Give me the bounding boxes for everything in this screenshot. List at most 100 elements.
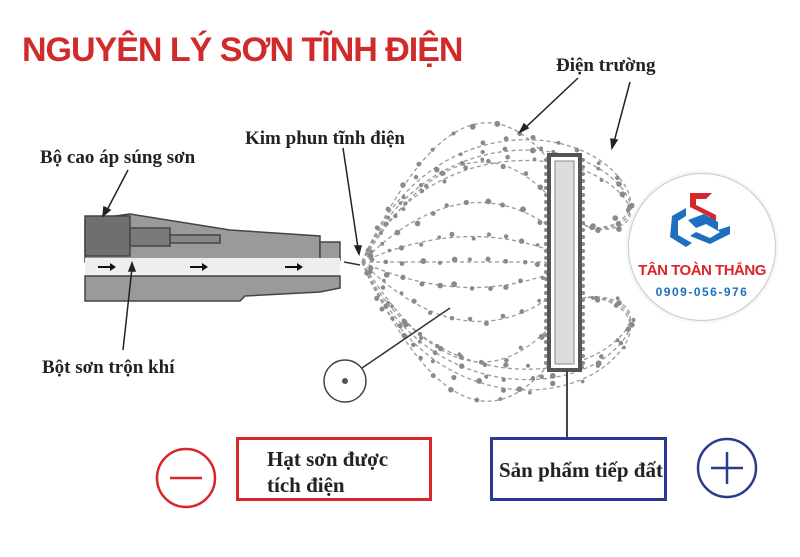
field-line	[361, 261, 631, 370]
particle	[430, 373, 436, 379]
particle	[498, 397, 503, 401]
particle	[485, 256, 491, 262]
particle	[556, 140, 561, 145]
particle	[390, 304, 394, 309]
particle	[501, 377, 506, 382]
particle	[480, 140, 486, 146]
particle	[420, 258, 427, 264]
particle	[616, 300, 622, 306]
particle	[580, 379, 585, 384]
particle	[400, 274, 406, 280]
label-field: Điện trường	[556, 55, 656, 76]
particle	[478, 359, 484, 365]
particle	[483, 321, 489, 327]
particle	[402, 321, 407, 326]
particle	[615, 221, 621, 227]
particle	[631, 317, 636, 323]
particle	[535, 243, 540, 247]
particle	[595, 360, 602, 367]
particle	[419, 242, 424, 247]
particle	[394, 229, 401, 236]
particle	[411, 298, 417, 304]
particle	[368, 265, 373, 270]
field-line	[361, 235, 550, 263]
particle	[401, 195, 406, 200]
particle	[591, 296, 595, 300]
particle	[500, 313, 506, 319]
particle	[387, 248, 392, 253]
field-line	[361, 261, 550, 363]
particle	[399, 291, 404, 295]
particle	[595, 227, 601, 234]
particle	[527, 390, 532, 395]
particle	[451, 131, 456, 136]
particle	[430, 147, 435, 152]
field-line	[361, 261, 631, 381]
particle	[418, 355, 423, 361]
particle	[551, 149, 556, 154]
particle	[461, 162, 466, 166]
particle	[476, 377, 483, 384]
particle	[398, 201, 403, 205]
particle	[417, 331, 423, 337]
particle	[619, 191, 626, 198]
particle	[537, 220, 543, 226]
particle	[385, 206, 391, 212]
particle	[400, 182, 406, 188]
spray-gun	[84, 213, 341, 302]
field-line	[361, 261, 631, 391]
particle	[494, 120, 501, 127]
particle	[374, 295, 380, 301]
particle	[484, 374, 489, 379]
field-line	[361, 261, 550, 402]
particle	[418, 335, 424, 341]
particle	[550, 380, 556, 387]
particle	[530, 376, 536, 381]
particle	[616, 181, 622, 187]
particle	[414, 220, 421, 227]
particle	[437, 235, 442, 240]
field-line	[361, 201, 550, 263]
particle	[526, 363, 530, 368]
particle	[437, 260, 443, 265]
particle	[594, 295, 599, 300]
particle	[518, 278, 523, 284]
particle	[437, 282, 443, 289]
particle	[505, 154, 511, 160]
particle	[503, 362, 509, 368]
field-line	[361, 261, 550, 289]
charged-particles-box: Hạt sơn được tích điện	[236, 437, 432, 501]
particle	[502, 146, 508, 152]
particle	[463, 165, 468, 171]
particle	[467, 257, 472, 262]
particle	[444, 203, 449, 208]
particle	[537, 298, 542, 303]
particle	[432, 350, 438, 356]
particle	[448, 386, 454, 393]
particle	[596, 166, 601, 171]
particle	[398, 245, 405, 251]
particle	[451, 256, 458, 263]
label-needle: Kim phun tĩnh điện	[245, 128, 405, 149]
particle	[500, 387, 507, 393]
particle	[430, 359, 435, 364]
particle	[537, 184, 544, 191]
particle	[451, 281, 458, 288]
particle	[364, 271, 369, 276]
particle	[486, 158, 491, 164]
particle	[416, 161, 422, 167]
particle	[451, 375, 457, 381]
particle	[516, 386, 523, 393]
particle	[437, 345, 444, 352]
particle	[625, 207, 631, 213]
particle	[488, 286, 493, 291]
particle	[625, 326, 631, 332]
particle	[574, 147, 580, 153]
particle	[374, 225, 380, 231]
field-line	[361, 149, 631, 263]
particle	[393, 213, 398, 219]
particle	[457, 352, 462, 357]
particle	[469, 123, 476, 130]
particle	[467, 316, 473, 322]
particle	[518, 345, 523, 350]
